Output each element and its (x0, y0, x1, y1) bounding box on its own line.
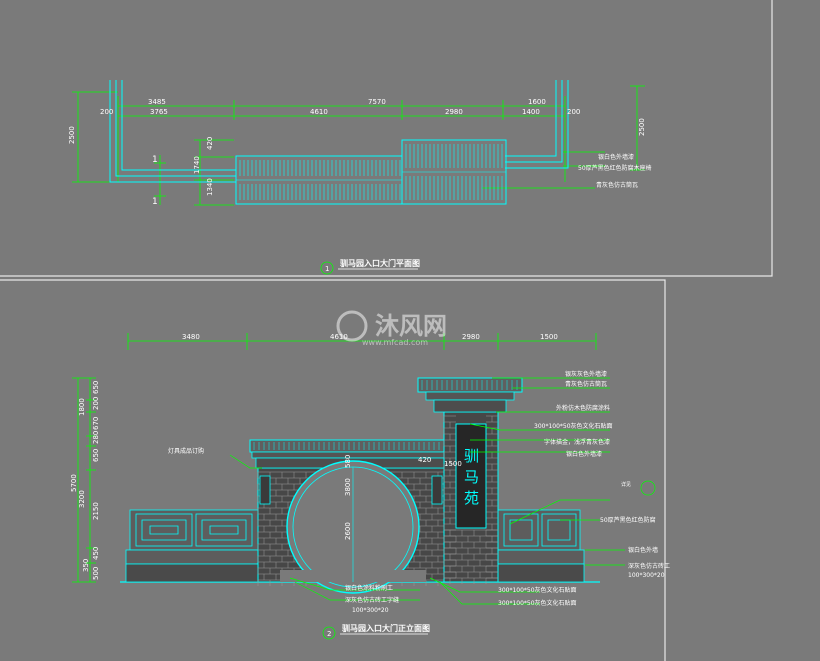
plan-dim-200b: 200 (567, 108, 580, 116)
plan-slats (236, 144, 506, 200)
elev-dim-inner-450: 450 (92, 547, 100, 560)
plan-dim-3765: 3765 (150, 108, 168, 116)
elev-note-b1: 银白色涂料粉刷工 (345, 584, 393, 592)
elev-dim-1500: 1500 (540, 333, 558, 341)
elev-note-r7: 50厚芦黑色红色防腐 (600, 516, 656, 524)
plan-labels: 3485 7570 1600 200 3765 4610 2980 1400 2… (68, 98, 652, 207)
plan-dim-200a: 200 (100, 108, 113, 116)
elev-dim-left-3200: 3200 (78, 490, 86, 508)
elev-dim-3480: 3480 (182, 333, 200, 341)
plan-note-3: 青灰色仿古筒瓦 (596, 181, 638, 189)
plan-dimension-lines (72, 85, 645, 206)
watermark-url: www.mfcad.com (362, 338, 428, 347)
left-fence (125, 509, 259, 583)
elev-dim-inner-500: 500 (92, 567, 100, 580)
elev-note-r8: 银白色外墙 (628, 546, 658, 554)
plan-dim-1600: 1600 (528, 98, 546, 106)
elev-note-b3: 100*300*20 (352, 607, 389, 614)
right-fence (497, 509, 585, 583)
elev-title: 驯马园入口大门正立面图 (342, 623, 430, 633)
elev-note-r6: 银白色外墙漆 (566, 450, 602, 458)
elev-note-lamp: 灯具成品订购 (168, 447, 204, 455)
section-mark-top: 1 (152, 155, 158, 165)
elev-labels: 3480 4610 2980 1500 1800 5700 3200 650 2… (70, 333, 670, 614)
elev-note-r3: 外粉仿木色防腐涂料 (556, 404, 610, 412)
plan-dim-7570: 7570 (368, 98, 386, 106)
elev-dim-inner-670: 670 (92, 417, 100, 430)
plan-dim-4610: 4610 (310, 108, 328, 116)
plan-dim-left: 2500 (68, 126, 76, 144)
plan-note-2: 50厚芦黑色红色防腐木座椅 (578, 164, 652, 172)
elev-title-number: 2 (327, 630, 331, 638)
elevation-view: 驯马苑 3480 (70, 333, 670, 640)
plan-title: 驯马园入口大门平面图 (340, 258, 420, 268)
main-gate-wall (249, 439, 447, 594)
watermark-brand: 沐风网 (375, 312, 447, 340)
elev-dim-inner-350: 350 (82, 559, 90, 572)
plan-title-block: 1 驯马园入口大门平面图 (320, 258, 420, 275)
elev-note-r2: 青灰色仿古筒瓦 (565, 380, 607, 388)
plan-dim-1400: 1400 (522, 108, 540, 116)
plan-dim-420: 420 (206, 137, 214, 150)
plan-walls (109, 80, 569, 205)
elev-dim-center-1500: 1500 (444, 460, 462, 468)
elev-note-r9: 深灰色仿古砖工 (628, 562, 670, 570)
watermark: 沐风网 www.mfcad.com (336, 310, 447, 347)
elev-dim-inner-200: 200 (92, 397, 100, 410)
sign-text: 驯马苑 (462, 448, 480, 511)
section-mark-bottom: 1 (152, 197, 158, 207)
plan-dim-right: 2500 (638, 118, 646, 136)
elev-dim-420: 420 (418, 456, 431, 464)
elev-leader-lines (229, 377, 656, 605)
elev-dim-center-3800: 3800 (344, 478, 352, 496)
elev-dim-left-1800: 1800 (78, 398, 86, 416)
elev-title-block: 2 驯马园入口大门正立面图 (322, 623, 430, 640)
plan-dim-1340: 1340 (206, 178, 214, 196)
elev-dim-inner-650a: 650 (92, 381, 100, 394)
elev-note-r10: 100*300*20 (628, 572, 665, 579)
plan-dim-3485: 3485 (148, 98, 166, 106)
plan-title-number: 1 (325, 265, 329, 273)
elev-dim-left-5700: 5700 (70, 474, 78, 492)
elev-note-r4: 300*100*50灰色文化石贴面 (534, 422, 613, 430)
elev-note-b5: 300*100*50灰色文化石贴面 (498, 599, 577, 607)
elev-dim-2980: 2980 (462, 333, 480, 341)
elev-dim-inner-280: 280 (92, 431, 100, 444)
watermark-logo-icon (336, 310, 368, 342)
plan-view: 3485 7570 1600 200 3765 4610 2980 1400 2… (68, 80, 652, 275)
elev-note-b2: 深灰色仿古砖工字缝 (345, 596, 399, 604)
elev-note-b4: 300*100*50灰色文化石贴面 (498, 586, 577, 594)
plan-dim-1740: 1740 (193, 156, 201, 174)
elev-dim-center-2600: 2600 (344, 522, 352, 540)
plan-note-1: 银白色外墙漆 (598, 153, 634, 161)
detail-balloon-label: 详见 (621, 481, 631, 488)
elev-dim-inner-650b: 650 (92, 449, 100, 462)
elev-note-r5: 字体描金，浅浮青灰色漆 (544, 438, 610, 446)
sheet-frames (0, 0, 773, 661)
elev-note-r1: 银灰灰色外墙漆 (565, 370, 607, 378)
plan-dim-2980: 2980 (445, 108, 463, 116)
elev-dim-inner-2150: 2150 (92, 502, 100, 520)
elev-dim-4610: 4610 (330, 333, 348, 341)
elev-dim-center-580: 580 (344, 455, 352, 468)
